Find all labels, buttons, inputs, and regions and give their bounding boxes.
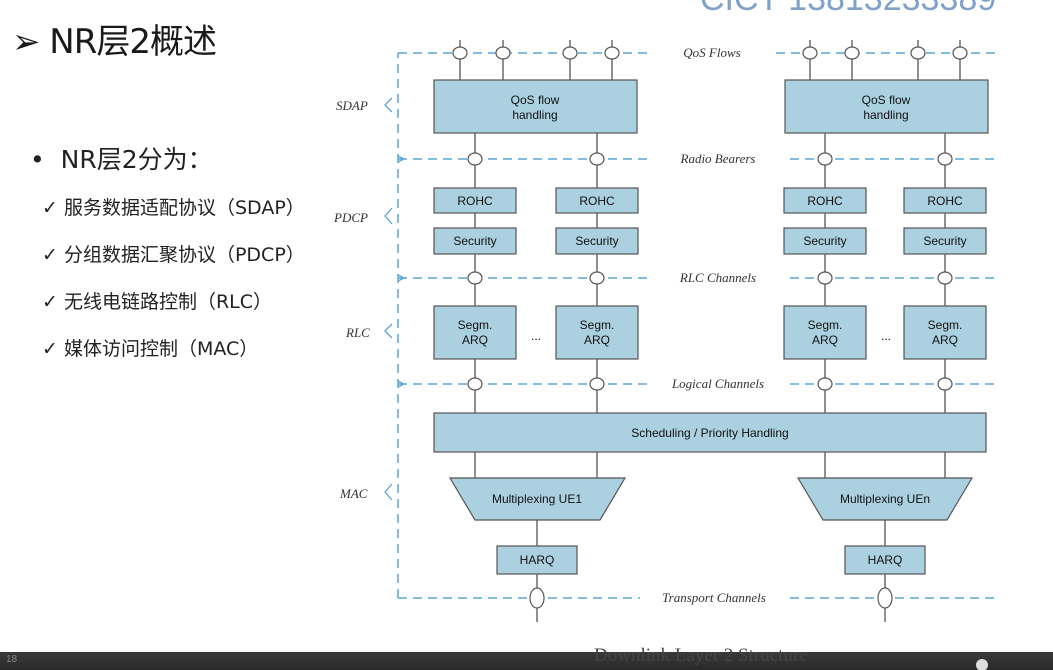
check-item-sdap: ✓ 服务数据适配协议（SDAP） xyxy=(42,197,305,219)
layer-label-pdcp: PDCP xyxy=(333,210,368,225)
rohc-block-3 xyxy=(783,187,867,214)
segm-arq-block-4 xyxy=(903,305,987,360)
svg-text:ARQ: ARQ xyxy=(584,333,610,347)
svg-text:handling: handling xyxy=(863,108,908,122)
svg-text:Security: Security xyxy=(575,234,618,248)
check-list: ✓ 服务数据适配协议（SDAP） ✓ 分组数据汇聚协议（PDCP） ✓ 无线电链… xyxy=(42,185,305,373)
svg-text:Segm.: Segm. xyxy=(808,318,843,332)
slide-title: ➢ NR层2概述 xyxy=(12,22,217,62)
svg-text:Segm.: Segm. xyxy=(580,318,615,332)
qos-flow-handling-block-1 xyxy=(433,79,638,134)
qos-flow-handling-block-2 xyxy=(784,79,989,134)
svg-text:Segm.: Segm. xyxy=(458,318,493,332)
security-block-3 xyxy=(783,227,867,255)
label-radio-bearers: Radio Bearers xyxy=(680,151,756,166)
svg-text:Multiplexing UEn: Multiplexing UEn xyxy=(840,492,930,506)
footer-bar: 18 xyxy=(0,652,1053,670)
harq-block-1 xyxy=(496,545,578,575)
svg-text:ROHC: ROHC xyxy=(927,194,963,208)
label-logical-channels: Logical Channels xyxy=(671,376,764,391)
multiplexing-uen-block xyxy=(796,477,974,521)
svg-text:HARQ: HARQ xyxy=(868,553,903,567)
svg-text:ARQ: ARQ xyxy=(932,333,958,347)
harq-block-2 xyxy=(844,545,926,575)
bullet-text: NR层2分为： xyxy=(60,145,213,174)
scheduling-block xyxy=(433,412,987,453)
security-block-4 xyxy=(903,227,987,255)
segm-arq-block-2 xyxy=(555,305,639,360)
svg-text:QoS flow: QoS flow xyxy=(862,93,911,107)
multiplexing-ue1-block xyxy=(448,477,627,521)
security-block-2 xyxy=(555,227,639,255)
segm-arq-block-3 xyxy=(783,305,867,360)
svg-text:Security: Security xyxy=(803,234,846,248)
label-qos-flows: QoS Flows xyxy=(683,45,740,60)
svg-text:Segm.: Segm. xyxy=(928,318,963,332)
svg-text:Security: Security xyxy=(923,234,966,248)
svg-text:ARQ: ARQ xyxy=(812,333,838,347)
rohc-block-2 xyxy=(555,187,639,214)
label-rlc-channels: RLC Channels xyxy=(679,270,756,285)
svg-text:ROHC: ROHC xyxy=(579,194,615,208)
layer-braces xyxy=(384,97,406,501)
svg-text:ROHC: ROHC xyxy=(807,194,843,208)
svg-text:Scheduling / Priority Handling: Scheduling / Priority Handling xyxy=(631,426,788,440)
svg-text:Multiplexing UE1: Multiplexing UE1 xyxy=(492,492,582,506)
layer-label-rlc: RLC xyxy=(345,325,370,340)
ellipsis-1: ... xyxy=(531,329,541,343)
label-transport-channels: Transport Channels xyxy=(662,590,766,605)
segm-arq-block-1 xyxy=(433,305,517,360)
check-item-rlc: ✓ 无线电链路控制（RLC） xyxy=(42,291,273,313)
diagram-caption: Downlink Layer 2 Structure xyxy=(594,645,808,666)
logo-icon xyxy=(976,659,988,670)
rohc-block-4 xyxy=(903,187,987,214)
check-item-pdcp: ✓ 分组数据汇聚协议（PDCP） xyxy=(42,244,305,266)
svg-text:ARQ: ARQ xyxy=(462,333,488,347)
bullet-heading: • NR层2分为： xyxy=(30,145,213,174)
svg-text:HARQ: HARQ xyxy=(520,553,555,567)
svg-text:ROHC: ROHC xyxy=(457,194,493,208)
page-number: 18 xyxy=(6,654,18,665)
layer-label-sdap: SDAP xyxy=(336,98,368,113)
svg-text:Security: Security xyxy=(453,234,496,248)
check-item-mac: ✓ 媒体访问控制（MAC） xyxy=(42,338,259,360)
watermark: CICT 13813233389 xyxy=(700,0,996,19)
channel-nodes xyxy=(452,46,968,609)
svg-text:handling: handling xyxy=(512,108,557,122)
rohc-block-1 xyxy=(433,187,517,214)
ellipsis-2: ... xyxy=(881,329,891,343)
svg-text:QoS flow: QoS flow xyxy=(511,93,560,107)
layer-label-mac: MAC xyxy=(339,486,368,501)
security-block-1 xyxy=(433,227,517,255)
